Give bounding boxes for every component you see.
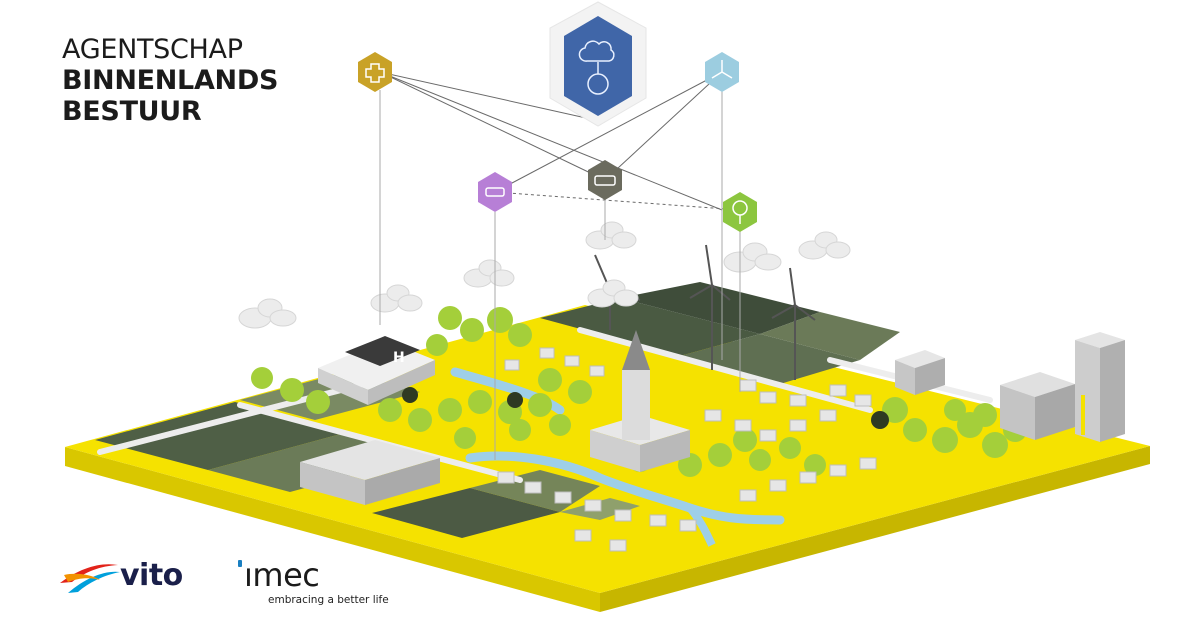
- office-building: [300, 440, 440, 505]
- agency-line-1: AGENTSCHAP: [62, 34, 243, 65]
- church: [590, 330, 690, 472]
- imec-logo-text: ımec: [244, 556, 320, 594]
- tree-icon: [723, 192, 757, 232]
- hexagon-icons: [358, 1, 757, 232]
- agency-line-2: BINNENLANDS: [62, 65, 279, 96]
- agency-title: AGENTSCHAP BINNENLANDS BESTUUR: [62, 34, 278, 127]
- wind-turbine-icon: [705, 52, 739, 92]
- vito-logo-text: vito: [120, 558, 183, 593]
- agency-line-3: BESTUUR: [62, 96, 202, 127]
- imec-logo-dot: [238, 560, 242, 567]
- network-lines: [379, 71, 741, 460]
- cloud-gear-icon: [549, 1, 647, 127]
- hospital-building: H: [318, 336, 435, 405]
- car-icon: [478, 172, 512, 212]
- river: [450, 367, 785, 547]
- warehouse: [895, 350, 945, 395]
- imec-tagline: embracing a better life: [268, 594, 389, 606]
- buildings: H: [300, 330, 1125, 552]
- factory: [1000, 332, 1125, 442]
- svg-text:H: H: [393, 350, 405, 366]
- medical-cross-icon: [358, 52, 392, 92]
- truck-icon: [588, 160, 622, 200]
- vito-logo-mark: [60, 564, 120, 593]
